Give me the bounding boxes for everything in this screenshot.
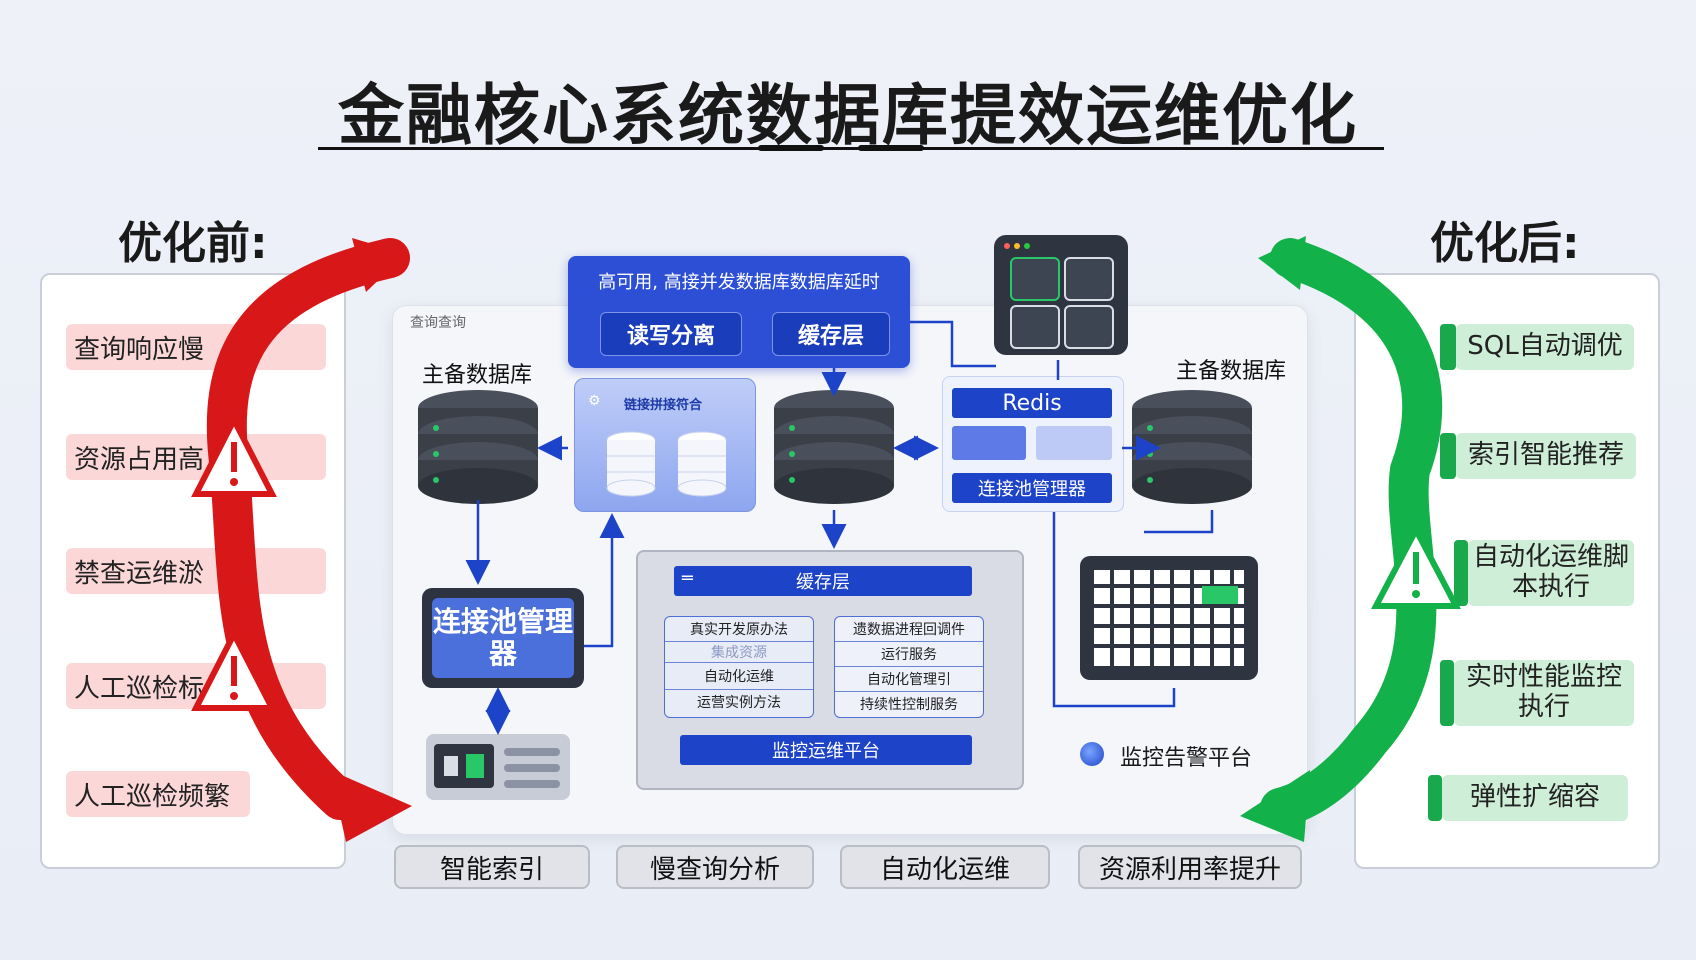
db-shard-b <box>677 431 727 497</box>
before-heading: 优化前: <box>118 218 268 269</box>
after-item-tab <box>1440 433 1456 479</box>
monitor-screen <box>1080 556 1258 680</box>
cache-left-line: 集成资源 <box>665 642 813 663</box>
cache-right-line: 运行服务 <box>835 642 983 667</box>
redis-label: Redis <box>952 388 1112 418</box>
warning-icon <box>191 413 277 497</box>
before-item: 禁查运维淤 <box>66 548 326 594</box>
db-shard-a <box>606 431 656 497</box>
after-item: 弹性扩缩容 <box>1442 775 1628 821</box>
before-item: 资源占用高 <box>66 434 326 480</box>
check-chart-icon <box>1010 305 1060 349</box>
cache-right-line: 遗数据进程回调件 <box>835 617 983 642</box>
red-degradation-arrow <box>206 238 412 842</box>
cache-left-line: 真实开发原办法 <box>665 617 813 642</box>
cache-right-line: 持续性控制服务 <box>860 697 958 713</box>
after-item-tab <box>1454 540 1468 606</box>
feature-pill: 智能索引 <box>394 845 590 889</box>
architecture-panel-label: 查询查询 <box>410 315 466 331</box>
db-primary-left <box>418 390 538 504</box>
cache-layer-button: 缓存层 <box>772 312 890 356</box>
after-item: SQL自动调优 <box>1456 324 1634 370</box>
redis-bar <box>952 426 1026 460</box>
bar-chart-icon <box>1064 257 1114 301</box>
after-item-tab <box>1440 660 1454 726</box>
connectors <box>465 320 1214 735</box>
after-item: 索引智能推荐 <box>1456 433 1636 479</box>
feature-pill: 自动化运维 <box>840 845 1050 889</box>
dashboard-app-icon <box>994 235 1128 355</box>
title-rule-accent-right <box>858 145 924 151</box>
after-item: 自动化运维脚本执行 <box>1468 540 1634 606</box>
feature-pill: 慢查询分析 <box>616 845 814 889</box>
after-item-tab <box>1428 775 1442 821</box>
cache-layer-header: 缓存层 <box>674 566 972 596</box>
after-heading: 优化后: <box>1430 218 1580 269</box>
stats-icon <box>1064 305 1114 349</box>
feature-pill: 资源利用率提升 <box>1078 845 1302 889</box>
before-item: 人工巡检标 <box>66 663 326 709</box>
menu-icon: ═ <box>682 568 693 589</box>
monitor-ops-platform: 监控运维平台 <box>680 735 972 765</box>
chart-icon <box>1010 257 1060 301</box>
rw-split-button: 读写分离 <box>600 312 742 356</box>
connection-pool-small: 连接池管理器 <box>952 473 1112 503</box>
green-improvement-arrow <box>1240 236 1443 842</box>
title-rule <box>318 147 1384 150</box>
cache-right-card: 遗数据进程回调件 运行服务 自动化管理引 持续性控制服务 <box>834 616 984 718</box>
after-item-tab <box>1440 324 1456 370</box>
warning-icon <box>1371 523 1461 609</box>
db-middle <box>774 390 894 504</box>
alert-dot-icon <box>1080 742 1104 766</box>
primary-db-label-left: 主备数据库 <box>422 363 533 388</box>
cache-left-line: 自动化运维 <box>665 663 813 690</box>
title-rule-accent-left <box>758 145 824 151</box>
ha-banner-text: 高可用, 高接并发数据库数据库延时 <box>598 272 880 293</box>
cache-left-line: 运营实例方法 <box>697 695 781 711</box>
cache-right-line: 自动化管理引 <box>835 667 983 692</box>
warning-icon <box>191 627 277 711</box>
connection-pool-big: 连接池管理器 <box>432 598 574 678</box>
server-device-icon <box>426 734 570 800</box>
before-item: 人工巡检频繁 <box>66 771 250 817</box>
alert-platform-label: 监控告警平台 <box>1120 746 1253 771</box>
primary-db-label-right: 主备数据库 <box>1176 359 1287 384</box>
sharding-label: 链接拼接符合 <box>624 398 703 413</box>
page-title: 金融核心系统数据库提效运维优化 <box>338 77 1358 154</box>
before-item: 查询响应慢 <box>66 324 326 370</box>
gear-icon: ⚙ <box>588 393 601 409</box>
after-item: 实时性能监控执行 <box>1454 660 1634 726</box>
redis-bar <box>1036 426 1112 460</box>
cache-left-card: 真实开发原办法 集成资源 自动化运维 运营实例方法 <box>664 616 814 718</box>
